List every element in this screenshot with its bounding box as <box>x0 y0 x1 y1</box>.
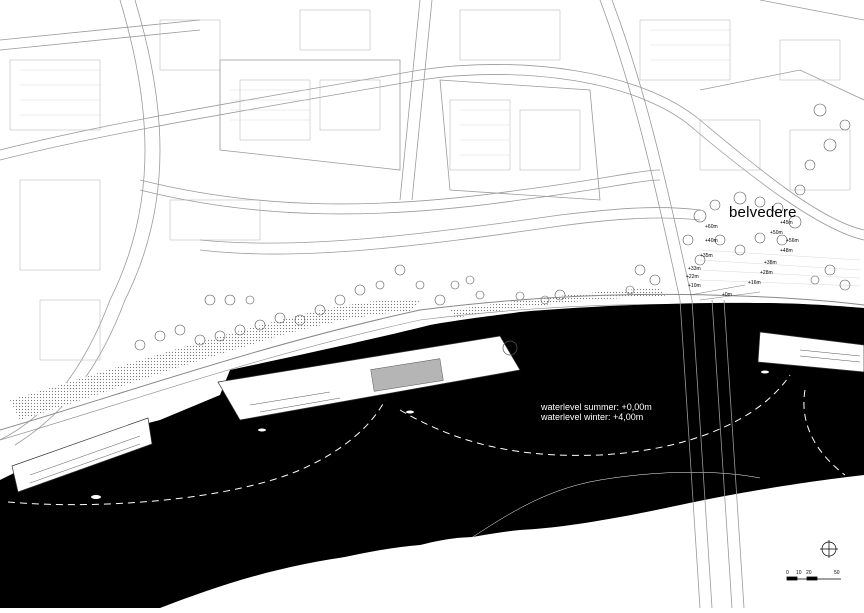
stair-lines <box>689 284 761 301</box>
scale-tick-label: 0 <box>786 570 789 576</box>
elevation-label: +48m <box>780 248 793 254</box>
waterlevel-summer-label: waterlevel summer: +0,00m <box>541 402 652 412</box>
elevation-label: +60m <box>705 224 718 230</box>
waterlevel-winter-label: waterlevel winter: +4,00m <box>541 412 644 422</box>
elevation-label: +40m <box>705 238 718 244</box>
scale-tick-label: 20 <box>806 570 812 576</box>
elevation-label: +33m <box>688 266 701 272</box>
elevation-label: +22m <box>686 274 699 280</box>
pier-details <box>29 349 861 484</box>
elevation-label: +28m <box>760 270 773 276</box>
elevation-label: +45m <box>780 220 793 226</box>
bridge <box>679 299 745 609</box>
parcel-lines <box>20 29 861 287</box>
elevation-label: +10m <box>688 283 701 289</box>
place-label-belvedere: belvedere <box>729 204 797 221</box>
elevation-label: +50m <box>770 230 783 236</box>
south-bank <box>160 475 864 608</box>
scale-tick-label: 50 <box>834 570 840 576</box>
north-arrow-icon <box>820 540 838 558</box>
promenade-line <box>0 293 864 431</box>
piers <box>11 331 864 493</box>
trees <box>134 103 851 351</box>
boat-routes <box>7 374 846 506</box>
elevation-label: +35m <box>700 253 713 259</box>
building-blocks <box>9 9 851 361</box>
scale-bar <box>786 576 841 581</box>
elevation-label: +38m <box>764 260 777 266</box>
street-network <box>0 0 864 446</box>
boats <box>91 370 769 499</box>
scale-tick-label: 10 <box>796 570 802 576</box>
elevation-label: +16m <box>748 280 761 286</box>
elevation-label: +56m <box>786 238 799 244</box>
elevation-label: +0m <box>722 292 732 298</box>
